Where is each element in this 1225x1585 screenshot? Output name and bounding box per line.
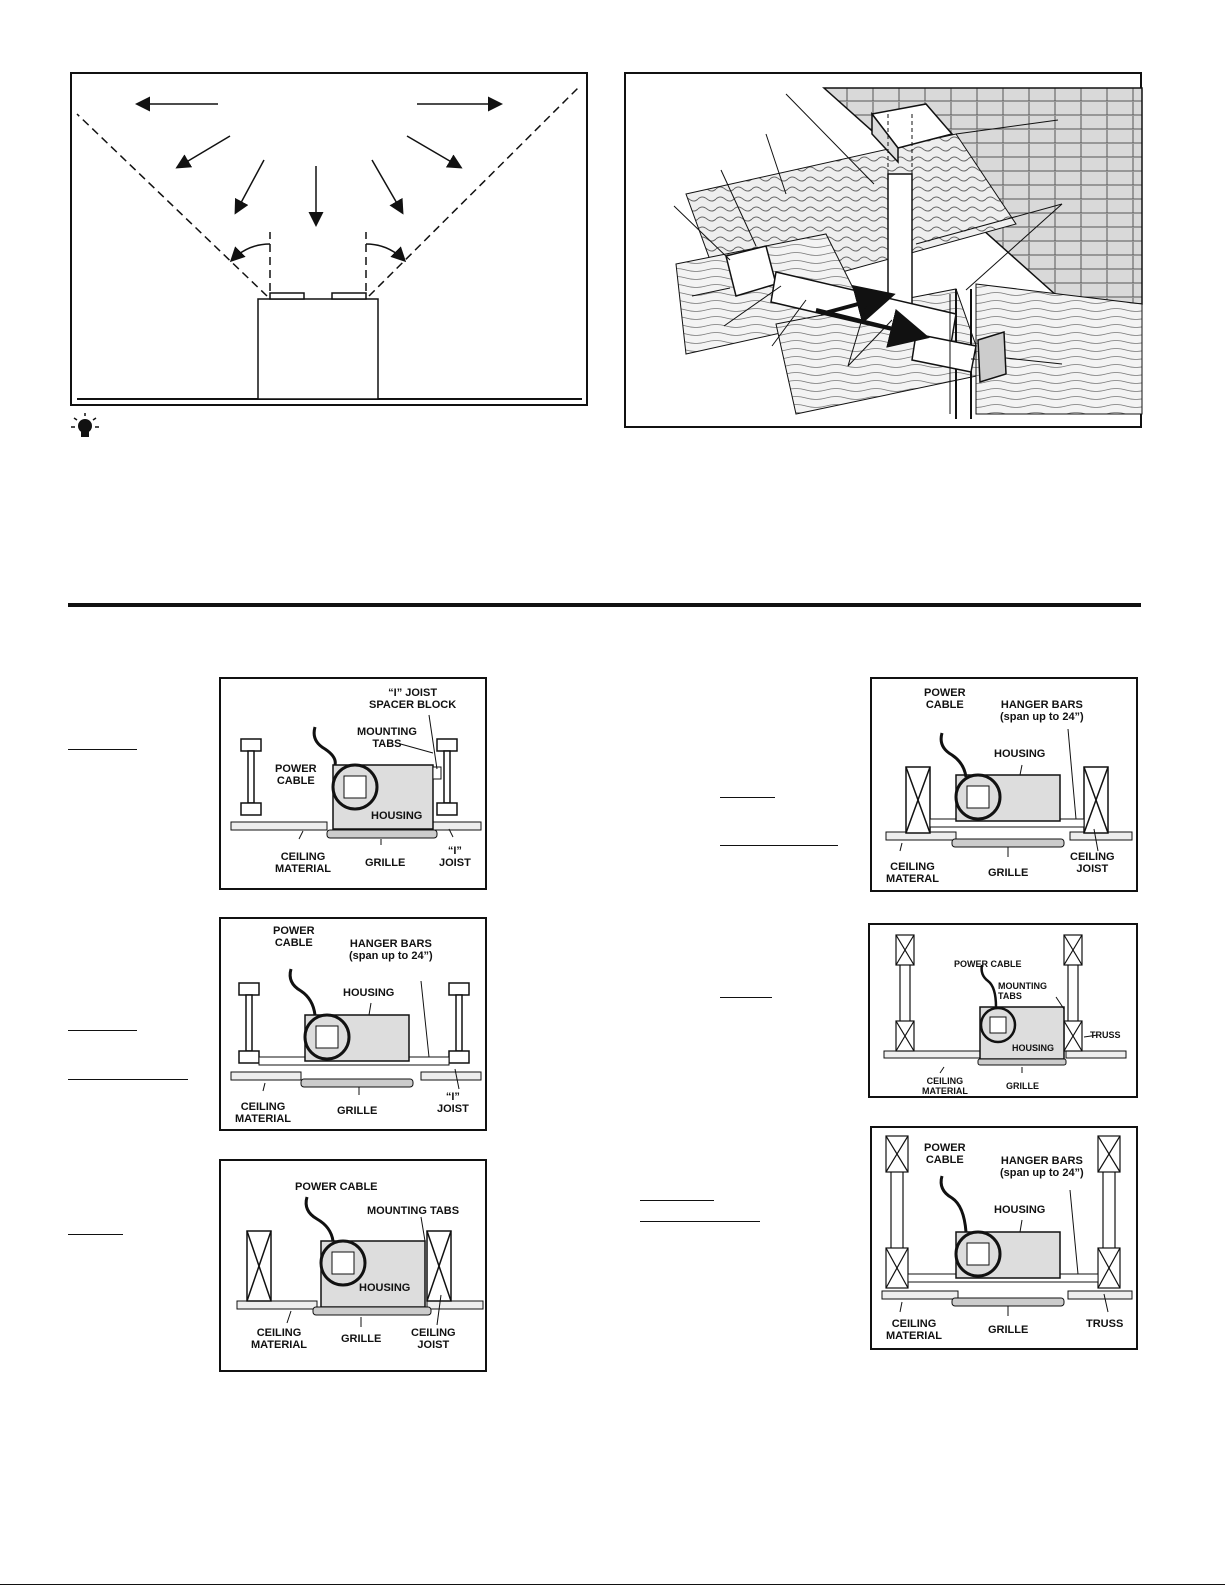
label-hanger-bars: HANGER BARS (span up to 24”) bbox=[349, 938, 433, 962]
label-housing: HOUSING bbox=[359, 1282, 411, 1294]
label-truss: TRUSS bbox=[1086, 1318, 1124, 1330]
label-ceiling-joist: CEILING JOIST bbox=[411, 1327, 456, 1351]
label-ceiling-material: CEILING MATERIAL bbox=[251, 1327, 308, 1351]
underline-mark bbox=[720, 997, 772, 998]
figure-truss-hanger-bars: POWER CABLE HANGER BARS (span up to 24”)… bbox=[870, 1126, 1138, 1350]
joist-bars-drawing bbox=[885, 728, 1133, 857]
underline-mark bbox=[640, 1200, 714, 1201]
label-grille: GRILLE bbox=[988, 1324, 1029, 1336]
label-grille: GRILLE bbox=[988, 867, 1029, 879]
underline-mark bbox=[68, 1079, 188, 1080]
label-housing: HOUSING bbox=[994, 748, 1046, 760]
figure-joist-mounting-tabs: POWER CABLE MOUNTING TABS HOUSING CEILIN… bbox=[219, 1159, 487, 1372]
label-power-cable: POWER CABLE bbox=[924, 687, 966, 711]
i-joist-tabs-drawing bbox=[230, 714, 482, 845]
i-joist-bars-drawing bbox=[230, 968, 482, 1095]
label-mounting-tabs: MOUNTING TABS bbox=[367, 1205, 460, 1217]
label-mounting-tabs: MOUNTING TABS bbox=[998, 981, 1047, 1001]
label-spacer-block: “I” JOIST SPACER BLOCK bbox=[369, 687, 457, 711]
label-housing: HOUSING bbox=[343, 987, 395, 999]
label-mounting-tabs: MOUNTING TABS bbox=[357, 726, 417, 750]
label-grille: GRILLE bbox=[1006, 1081, 1039, 1091]
label-ceiling-material: CEILING MATERIAL bbox=[886, 1318, 943, 1342]
underline-mark bbox=[720, 797, 775, 798]
truss-tabs-drawing bbox=[883, 934, 1127, 1074]
underline-mark bbox=[68, 749, 137, 750]
label-power-cable: POWER CABLE bbox=[924, 1142, 966, 1166]
label-housing: HOUSING bbox=[994, 1204, 1046, 1216]
label-power-cable: POWER CABLE bbox=[273, 925, 315, 949]
label-hanger-bars: HANGER BARS (span up to 24”) bbox=[1000, 699, 1084, 723]
figure-i-joist-hanger-bars: POWER CABLE HANGER BARS (span up to 24”)… bbox=[219, 917, 487, 1131]
figure-truss-mounting-tabs: POWER CABLE MOUNTING TABS TRUSS HOUSING … bbox=[868, 923, 1138, 1098]
underline-mark bbox=[68, 1030, 137, 1031]
lightbulb-icon bbox=[70, 412, 100, 444]
truss-bars-drawing bbox=[881, 1135, 1133, 1316]
underline-mark bbox=[68, 1234, 123, 1235]
duct-illustration-drawing bbox=[673, 87, 1143, 419]
label-grille: GRILLE bbox=[365, 857, 406, 869]
section-divider bbox=[68, 603, 1141, 607]
label-grille: GRILLE bbox=[337, 1105, 378, 1117]
label-grille: GRILLE bbox=[341, 1333, 382, 1345]
label-housing: HOUSING bbox=[1012, 1043, 1055, 1053]
label-ceiling-material: CEILING MATERIAL bbox=[235, 1101, 292, 1125]
label-truss: TRUSS bbox=[1090, 1030, 1121, 1040]
duct-illustration bbox=[624, 72, 1143, 428]
figure-joist-hanger-bars: POWER CABLE HANGER BARS (span up to 24”)… bbox=[870, 677, 1138, 892]
underline-mark bbox=[640, 1221, 760, 1222]
underline-mark bbox=[720, 845, 838, 846]
label-i-joist: “I” JOIST bbox=[437, 1091, 469, 1115]
figure-i-joist-mounting-tabs: “I” JOIST SPACER BLOCK MOUNTING TABS POW… bbox=[219, 677, 487, 890]
label-power-cable: POWER CABLE bbox=[295, 1181, 378, 1193]
label-housing: HOUSING bbox=[371, 810, 423, 822]
joist-tabs-drawing bbox=[236, 1196, 484, 1327]
label-ceiling-material: CEILING MATERIAL bbox=[275, 851, 332, 875]
label-power-cable: POWER CABLE bbox=[954, 959, 1022, 969]
label-ceiling-material: CEILING MATERAL bbox=[886, 861, 939, 885]
coverage-diagram-drawing bbox=[76, 87, 582, 400]
coverage-diagram bbox=[70, 72, 588, 406]
label-hanger-bars: HANGER BARS (span up to 24”) bbox=[1000, 1155, 1084, 1179]
label-ceiling-joist: CEILING JOIST bbox=[1070, 851, 1115, 875]
label-i-joist: “I” JOIST bbox=[439, 845, 471, 869]
label-power-cable: POWER CABLE bbox=[275, 763, 317, 787]
label-ceiling-material: CEILING MATERIAL bbox=[922, 1076, 968, 1096]
